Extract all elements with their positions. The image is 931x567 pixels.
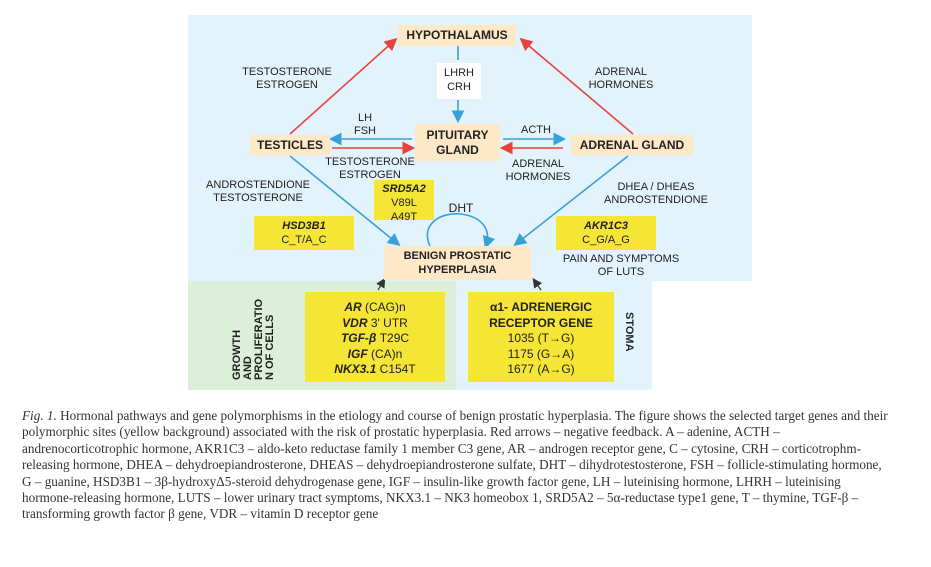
growth-row-1: AR (CAG)n	[305, 300, 445, 316]
label-line: HORMONES	[588, 79, 654, 91]
label-line: ANDROSTENDIONE	[206, 179, 310, 191]
growth-row-3: TGF-β T29C	[305, 331, 445, 347]
arrow-growth-bph	[376, 277, 386, 291]
blue-arrow-adrenal-bph	[513, 155, 629, 246]
akr1c3-variant: C_G/A_G	[582, 234, 630, 246]
label-line: OF LUTS	[597, 266, 645, 278]
pituitary-node: PITUITARY GLAND	[415, 124, 500, 161]
red-arrow-testicles-hypothalamus	[289, 37, 398, 135]
dht-loop-arrow	[426, 213, 496, 250]
label-line: DHEA / DHEAS	[617, 181, 695, 193]
pain-symptoms-label: PAIN AND SYMPTOMS OF LUTS	[556, 253, 686, 279]
gene-variant: (CAG)n	[361, 300, 406, 314]
testosterone-estrogen-top-label: TESTOSTERONE ESTROGEN	[232, 66, 342, 92]
lh-text: LH	[357, 112, 373, 124]
dht-label: DHT	[448, 201, 474, 215]
testosterone-estrogen-mid-label: TESTOSTERONE ESTROGEN	[320, 156, 420, 182]
pituitary-label-1: PITUITARY	[426, 128, 489, 142]
lh-fsh-label: LH FSH	[350, 112, 380, 138]
hypothalamus-node: HYPOTHALAMUS	[398, 25, 516, 46]
hypothalamus-label: HYPOTHALAMUS	[406, 28, 508, 42]
srd5a2-box: SRD5A2 V89L A49T	[374, 180, 434, 223]
growth-genes-box: AR (CAG)n VDR 3' UTR TGF-β T29C IGF (CA)…	[305, 292, 445, 382]
label-line: TESTOSTERONE	[213, 192, 303, 204]
acth-label: ACTH	[521, 124, 551, 136]
hsd3b1-variant: C_T/A_C	[281, 234, 327, 246]
dhea-androstendione-label: DHEA / DHEAS ANDROSTENDIONE	[596, 181, 716, 207]
akr1c3-box: AKR1C3 C_G/A_G	[556, 216, 656, 250]
gene-name: IGF	[347, 346, 368, 361]
growth-row-2: VDR 3' UTR	[305, 316, 445, 332]
gene-variant: (CA)n	[367, 346, 403, 361]
gene-name: NKX3.1	[334, 362, 377, 376]
adrenergic-receptor-box: α1- ADRENERGIC RECEPTOR GENE 1035 (T→G) …	[468, 292, 614, 382]
label-line: TESTOSTERONE	[325, 156, 415, 168]
adrenergic-title: RECEPTOR GENE	[489, 315, 593, 330]
red-arrow-adrenal-hypothalamus	[519, 37, 634, 135]
adrenal-gland-node: ADRENAL GLAND	[571, 135, 693, 155]
adrenal-hormones-mid-label: ADRENAL HORMONES	[502, 158, 574, 184]
adrenergic-variant: 1677 (A→G)	[507, 362, 575, 376]
growth-row-4: IGF (CA)n	[305, 347, 445, 363]
caption-text: Hormonal pathways and gene polymorphisms…	[22, 408, 888, 522]
adrenal-hormones-top-label: ADRENAL HORMONES	[576, 66, 666, 92]
label-line: PAIN AND SYMPTOMS	[562, 253, 680, 265]
testicles-node: TESTICLES	[250, 135, 330, 155]
gene-name: VDR	[342, 315, 368, 330]
adrenergic-variant: 1175 (G→A)	[507, 346, 575, 361]
label-line: N OF CELLS	[264, 314, 276, 380]
bph-node: BENIGN PROSTATIC HYPERPLASIA	[384, 246, 531, 280]
blue-arrow-testicles-bph	[289, 155, 401, 247]
lhrh-crh-label: LHRH CRH	[437, 63, 481, 99]
adrenal-gland-label: ADRENAL GLAND	[579, 138, 685, 152]
label-line: ESTROGEN	[339, 169, 401, 181]
srd5a2-gene: SRD5A2	[382, 183, 426, 195]
label-line: ADRENAL	[595, 66, 647, 78]
srd5a2-variant: V89L	[391, 197, 417, 209]
label-line: TESTOSTERONE	[242, 66, 332, 78]
label-line: ESTROGEN	[256, 79, 318, 91]
fsh-text: FSH	[354, 125, 376, 137]
bph-label-1: BENIGN PROSTATIC	[403, 250, 512, 262]
label-line: ANDROSTENDIONE	[604, 194, 708, 206]
adrenergic-variant: 1035 (T→G)	[507, 331, 575, 345]
gene-variant: C154T	[376, 362, 416, 376]
hsd3b1-gene: HSD3B1	[282, 220, 326, 232]
stoma-side-label: STOMA	[623, 312, 635, 352]
crh-text: CRH	[447, 81, 471, 93]
adrenergic-title: α1- ADRENERGIC	[489, 300, 593, 314]
testicles-label: TESTICLES	[256, 138, 323, 152]
growth-side-label: GROWTH AND PROLIFERATIO N OF CELLS	[231, 290, 276, 380]
fig-label: Fig. 1.	[22, 408, 57, 423]
lhrh-text: LHRH	[444, 67, 474, 79]
gene-variant: 3' UTR	[367, 315, 408, 330]
srd5a2-variant: A49T	[390, 211, 418, 223]
label-line: HORMONES	[505, 171, 571, 183]
androstendione-testosterone-label: ANDROSTENDIONE TESTOSTERONE	[198, 179, 318, 205]
akr1c3-gene: AKR1C3	[583, 220, 628, 232]
growth-row-5: NKX3.1 C154T	[305, 362, 445, 378]
arrow-stoma-bph	[532, 278, 543, 291]
label-line: ADRENAL	[512, 158, 564, 170]
bph-label-2: HYPERPLASIA	[418, 264, 497, 276]
gene-name: AR	[344, 300, 362, 314]
pituitary-label-2: GLAND	[436, 143, 479, 157]
figure-caption: Fig. 1. Hormonal pathways and gene polym…	[22, 408, 892, 523]
gene-name: TGF-β	[340, 331, 377, 345]
gene-variant: T29C	[376, 331, 410, 345]
hsd3b1-box: HSD3B1 C_T/A_C	[254, 216, 354, 250]
